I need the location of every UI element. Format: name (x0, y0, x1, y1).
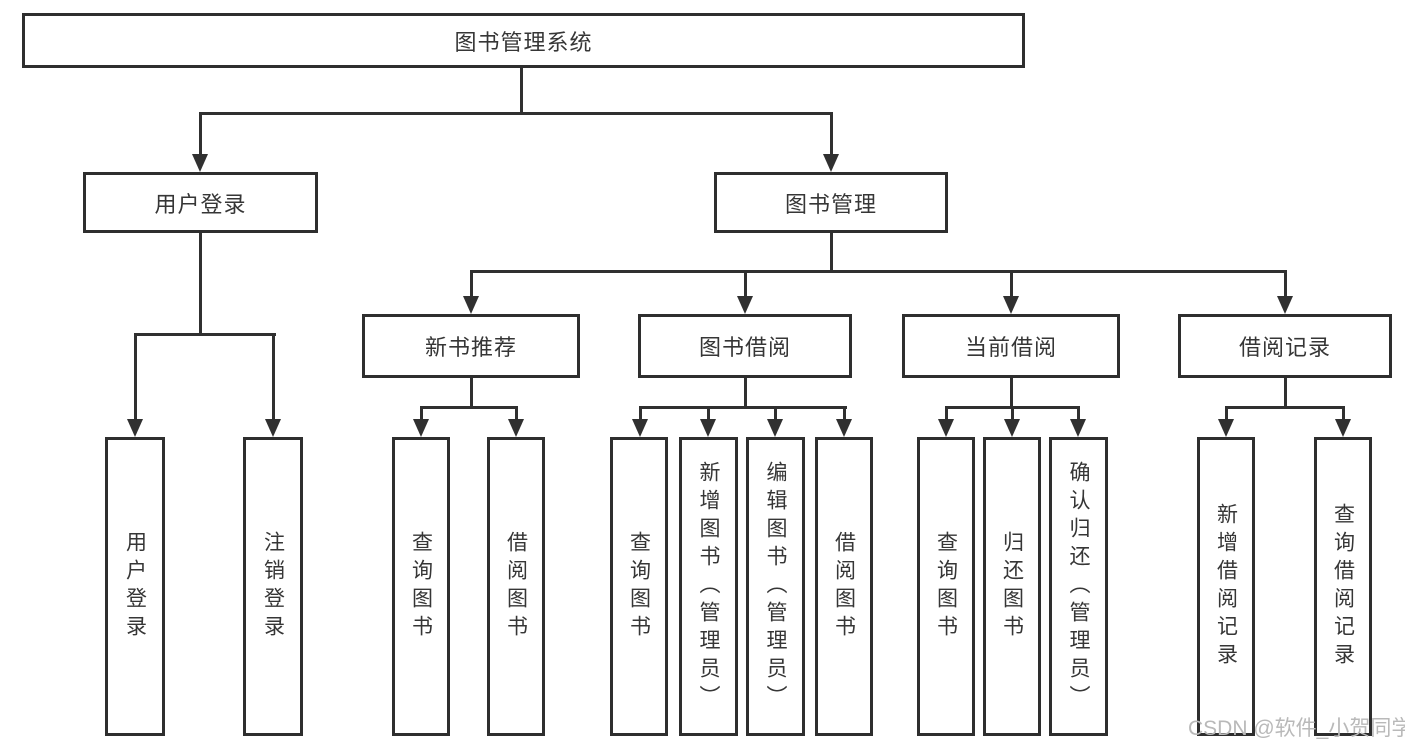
node-label: 查询图书 (934, 530, 958, 643)
arrowhead (767, 419, 783, 437)
connector-line (515, 406, 518, 423)
connector-line (199, 233, 202, 336)
arrowhead (1335, 419, 1351, 437)
leaf-query-books: 查询图书 (610, 437, 668, 736)
node-label: 查询图书 (409, 530, 433, 643)
node-label: 用户登录 (154, 191, 247, 217)
arrowhead (823, 154, 839, 172)
connector-line (1225, 406, 1228, 423)
connector-line (1010, 270, 1013, 300)
node-user-login: 用户登录 (83, 172, 318, 233)
node-label: 新增图书（管理员） (697, 460, 720, 713)
connector-line (199, 112, 833, 115)
connector-line (272, 333, 275, 423)
leaf-query-borrow-record: 查询借阅记录 (1314, 437, 1372, 736)
csdn-watermark: CSDN @软件_小贺同学 (1188, 717, 1405, 740)
connector-line (470, 270, 1287, 273)
leaf-add-books-admin: 新增图书（管理员） (679, 437, 738, 736)
node-borrowing-records: 借阅记录 (1178, 314, 1392, 378)
node-label: 注销登录 (261, 530, 285, 643)
node-label: 借阅图书 (504, 530, 528, 643)
connector-line (1011, 406, 1014, 423)
connector-line (420, 406, 423, 423)
node-label: 归还图书 (1000, 530, 1024, 643)
arrowhead (508, 419, 524, 437)
connector-line (134, 333, 276, 336)
arrowhead (265, 419, 281, 437)
arrowhead (938, 419, 954, 437)
node-current-borrowing: 当前借阅 (902, 314, 1120, 378)
arrowhead (1070, 419, 1086, 437)
node-label: 用户登录 (123, 530, 147, 643)
connector-line (830, 112, 833, 158)
arrowhead (1218, 419, 1234, 437)
connector-line (843, 406, 846, 423)
connector-line (744, 378, 747, 409)
leaf-query-books: 查询图书 (917, 437, 975, 736)
arrowhead (632, 419, 648, 437)
connector-line (1342, 406, 1345, 423)
connector-line (1225, 406, 1345, 409)
connector-line (470, 378, 473, 409)
connector-line (1010, 378, 1013, 409)
node-label: 编辑图书（管理员） (764, 460, 787, 713)
connector-line (707, 406, 710, 423)
node-label: 图书借阅 (698, 335, 791, 360)
leaf-confirm-return-admin: 确认归还（管理员） (1049, 437, 1108, 736)
node-label: 借阅记录 (1238, 335, 1331, 360)
node-label: 图书管理系统 (454, 29, 593, 55)
node-book-borrowing: 图书借阅 (638, 314, 852, 378)
arrowhead (1277, 296, 1293, 314)
connector-line (134, 333, 137, 423)
arrowhead (127, 419, 143, 437)
leaf-user-login: 用户登录 (105, 437, 165, 736)
connector-line (199, 112, 202, 158)
arrowhead (737, 296, 753, 314)
connector-line (744, 270, 747, 300)
node-label: 当前借阅 (964, 335, 1057, 360)
connector-line (639, 406, 847, 409)
connector-line (1284, 378, 1287, 409)
node-label: 新增借阅记录 (1214, 502, 1238, 671)
connector-line (470, 270, 473, 300)
connector-line (774, 406, 777, 423)
connector-line (1284, 270, 1287, 300)
connector-line (520, 68, 523, 115)
node-label: 图书管理 (784, 191, 877, 217)
node-label: 查询图书 (627, 530, 651, 643)
leaf-return-books: 归还图书 (983, 437, 1041, 736)
node-label: 借阅图书 (832, 530, 856, 643)
node-label: 查询借阅记录 (1331, 502, 1355, 671)
connector-line (945, 406, 948, 423)
arrowhead (192, 154, 208, 172)
node-root-system: 图书管理系统 (22, 13, 1025, 68)
connector-line (420, 406, 518, 409)
arrowhead (1003, 296, 1019, 314)
connector-line (830, 233, 833, 273)
node-book-management: 图书管理 (714, 172, 948, 233)
arrowhead (413, 419, 429, 437)
leaf-borrow-books: 借阅图书 (487, 437, 545, 736)
leaf-add-borrow-record: 新增借阅记录 (1197, 437, 1255, 736)
leaf-edit-books-admin: 编辑图书（管理员） (746, 437, 805, 736)
connector-line (1077, 406, 1080, 423)
arrowhead (463, 296, 479, 314)
node-label: 确认归还（管理员） (1067, 460, 1090, 713)
leaf-query-books: 查询图书 (392, 437, 450, 736)
connector-line (639, 406, 642, 423)
node-new-book-recommend: 新书推荐 (362, 314, 580, 378)
arrowhead (700, 419, 716, 437)
leaf-logout: 注销登录 (243, 437, 303, 736)
arrowhead (836, 419, 852, 437)
arrowhead (1004, 419, 1020, 437)
node-label: 新书推荐 (424, 335, 517, 360)
leaf-borrow-books: 借阅图书 (815, 437, 873, 736)
